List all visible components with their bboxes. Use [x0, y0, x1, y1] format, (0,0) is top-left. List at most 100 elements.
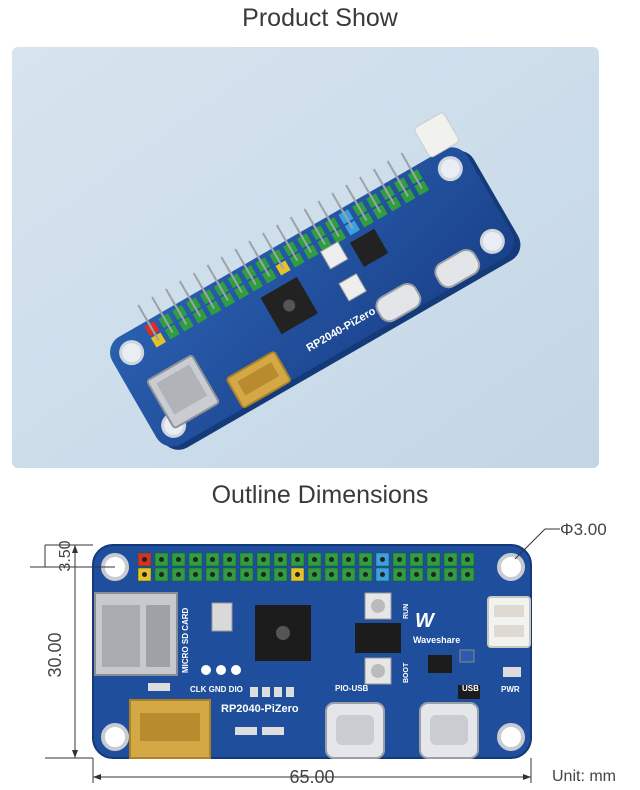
- debug-label: CLK GND DIO: [190, 685, 243, 694]
- gpio-pin-hole-icon: [159, 572, 164, 577]
- capacitor: [211, 602, 233, 632]
- outline-dimensions-title: Outline Dimensions: [211, 481, 429, 509]
- photo-gpio-pin-leg: [296, 227, 312, 253]
- photo-gpio-pin-leg: [143, 315, 160, 341]
- debug-pad-icon: [216, 665, 226, 675]
- gpio-pin-hole-icon: [193, 557, 198, 562]
- debug-pad-icon: [231, 665, 241, 675]
- photo-gpio-pin-leg: [240, 259, 257, 285]
- regulator-chip: [355, 623, 401, 653]
- gpio-pin-hole-icon: [261, 557, 266, 562]
- sd-card-label: MICRO SD CARD: [181, 607, 190, 673]
- product-photo: RP2040-PiZero: [12, 47, 599, 468]
- gpio-pin-hole-icon: [363, 557, 368, 562]
- gpio-pin-hole-icon: [142, 557, 147, 562]
- gpio-pin-hole-icon: [244, 557, 249, 562]
- mount-hole-bottom-right-icon: [497, 723, 525, 751]
- gpio-pin-hole-icon: [431, 557, 436, 562]
- gpio-pin-hole-icon: [465, 572, 470, 577]
- product-show-title: Product Show: [242, 4, 398, 32]
- photo-gpio-pin-leg: [185, 291, 202, 317]
- gpio-pin-hole-icon: [380, 572, 385, 577]
- photo-run-button: [338, 273, 367, 302]
- photo-gpio-pin-leg: [282, 235, 299, 261]
- photo-gpio-header: [137, 152, 430, 348]
- photo-gpio-pin-leg: [323, 211, 340, 237]
- gpio-pin-hole-icon: [278, 557, 283, 562]
- gpio-pin-hole-icon: [142, 572, 147, 577]
- gpio-pin-hole-icon: [227, 572, 232, 577]
- gpio-pin-hole-icon: [193, 572, 198, 577]
- gpio-header: [137, 552, 475, 582]
- gpio-pin-hole-icon: [244, 572, 249, 577]
- photo-power-connector: [414, 112, 459, 158]
- gpio-pin-hole-icon: [295, 572, 300, 577]
- photo-board: RP2040-PiZero: [110, 112, 521, 450]
- gpio-pin-hole-icon: [448, 572, 453, 577]
- gpio-pin-hole-icon: [397, 557, 402, 562]
- gpio-pin-hole-icon: [346, 572, 351, 577]
- photo-gpio-pin-leg: [226, 267, 243, 293]
- pio-usb-label: PIO-USB: [335, 684, 369, 693]
- photo-gpio-pin-leg: [268, 243, 285, 269]
- photo-mount-hole-icon: [119, 340, 145, 366]
- height-dimension: 30.00: [45, 632, 65, 677]
- photo-gpio-pin-leg: [254, 251, 271, 277]
- debug-pad-icon: [201, 665, 211, 675]
- model-label: RP2040-PiZero: [221, 703, 299, 715]
- gpio-pin-hole-icon: [278, 572, 283, 577]
- gpio-pin-hole-icon: [448, 557, 453, 562]
- gpio-pin-hole-icon: [312, 557, 317, 562]
- photo-gpio-pin-leg: [393, 171, 409, 197]
- photo-gpio-pin-leg: [157, 307, 174, 333]
- gpio-pin-hole-icon: [210, 557, 215, 562]
- gpio-pin-hole-icon: [465, 557, 470, 562]
- gpio-pin-hole-icon: [312, 572, 317, 577]
- photo-pio-usb-port: [375, 282, 422, 323]
- resistor-row: [235, 687, 294, 735]
- photo-gpio-pin-leg: [213, 275, 229, 301]
- photo-gpio-pin-leg: [379, 179, 396, 205]
- gpio-pin-hole-icon: [414, 572, 419, 577]
- gpio-pin-hole-icon: [159, 557, 164, 562]
- gpio-pin-hole-icon: [329, 557, 334, 562]
- gpio-pin-hole-icon: [227, 557, 232, 562]
- power-connector: [487, 596, 531, 648]
- raspberry-logo-icon: [276, 626, 290, 640]
- photo-gpio-pin-leg: [365, 187, 382, 213]
- photo-gpio-pin-leg: [171, 299, 188, 325]
- gpio-pin-hole-icon: [176, 557, 181, 562]
- gpio-pin-hole-icon: [295, 557, 300, 562]
- gpio-pin-hole-icon: [176, 572, 181, 577]
- photo-mount-hole-icon: [479, 228, 505, 254]
- hole-dimension: Φ3.00: [560, 520, 607, 539]
- gpio-pin-hole-icon: [261, 572, 266, 577]
- usb-label: USB: [462, 684, 479, 693]
- photo-gpio-pin-leg: [310, 219, 326, 245]
- brand-label: Waveshare: [413, 635, 460, 645]
- gpio-pin-hole-icon: [329, 572, 334, 577]
- photo-gpio-pin-leg: [199, 283, 215, 309]
- gpio-pin-hole-icon: [397, 572, 402, 577]
- gpio-pin-hole-icon: [414, 557, 419, 562]
- pwr-label: PWR: [501, 685, 520, 694]
- photo-usb-port: [434, 248, 481, 289]
- photo-gpio-pin-leg: [407, 163, 423, 189]
- photo-pcb: [110, 147, 514, 447]
- gpio-pin-hole-icon: [346, 557, 351, 562]
- gpio-pin-hole-icon: [363, 572, 368, 577]
- top-offset-dimension: 3.50: [57, 540, 74, 571]
- photo-boot-button: [319, 241, 349, 270]
- pwr-led: [503, 667, 521, 677]
- gpio-pin-hole-icon: [380, 557, 385, 562]
- mount-hole-top-right-icon: [497, 553, 525, 581]
- unit-label: Unit: mm: [552, 768, 616, 785]
- gpio-pin-hole-icon: [431, 572, 436, 577]
- mount-hole-bottom-left-icon: [101, 723, 129, 751]
- gpio-pin-hole-icon: [210, 572, 215, 577]
- run-label: RUN: [403, 604, 410, 619]
- width-dimension: 65.00: [289, 767, 334, 787]
- dimension-lines: [30, 528, 560, 783]
- photo-gpio-pin-leg: [337, 203, 354, 229]
- boot-label: BOOT: [403, 662, 410, 683]
